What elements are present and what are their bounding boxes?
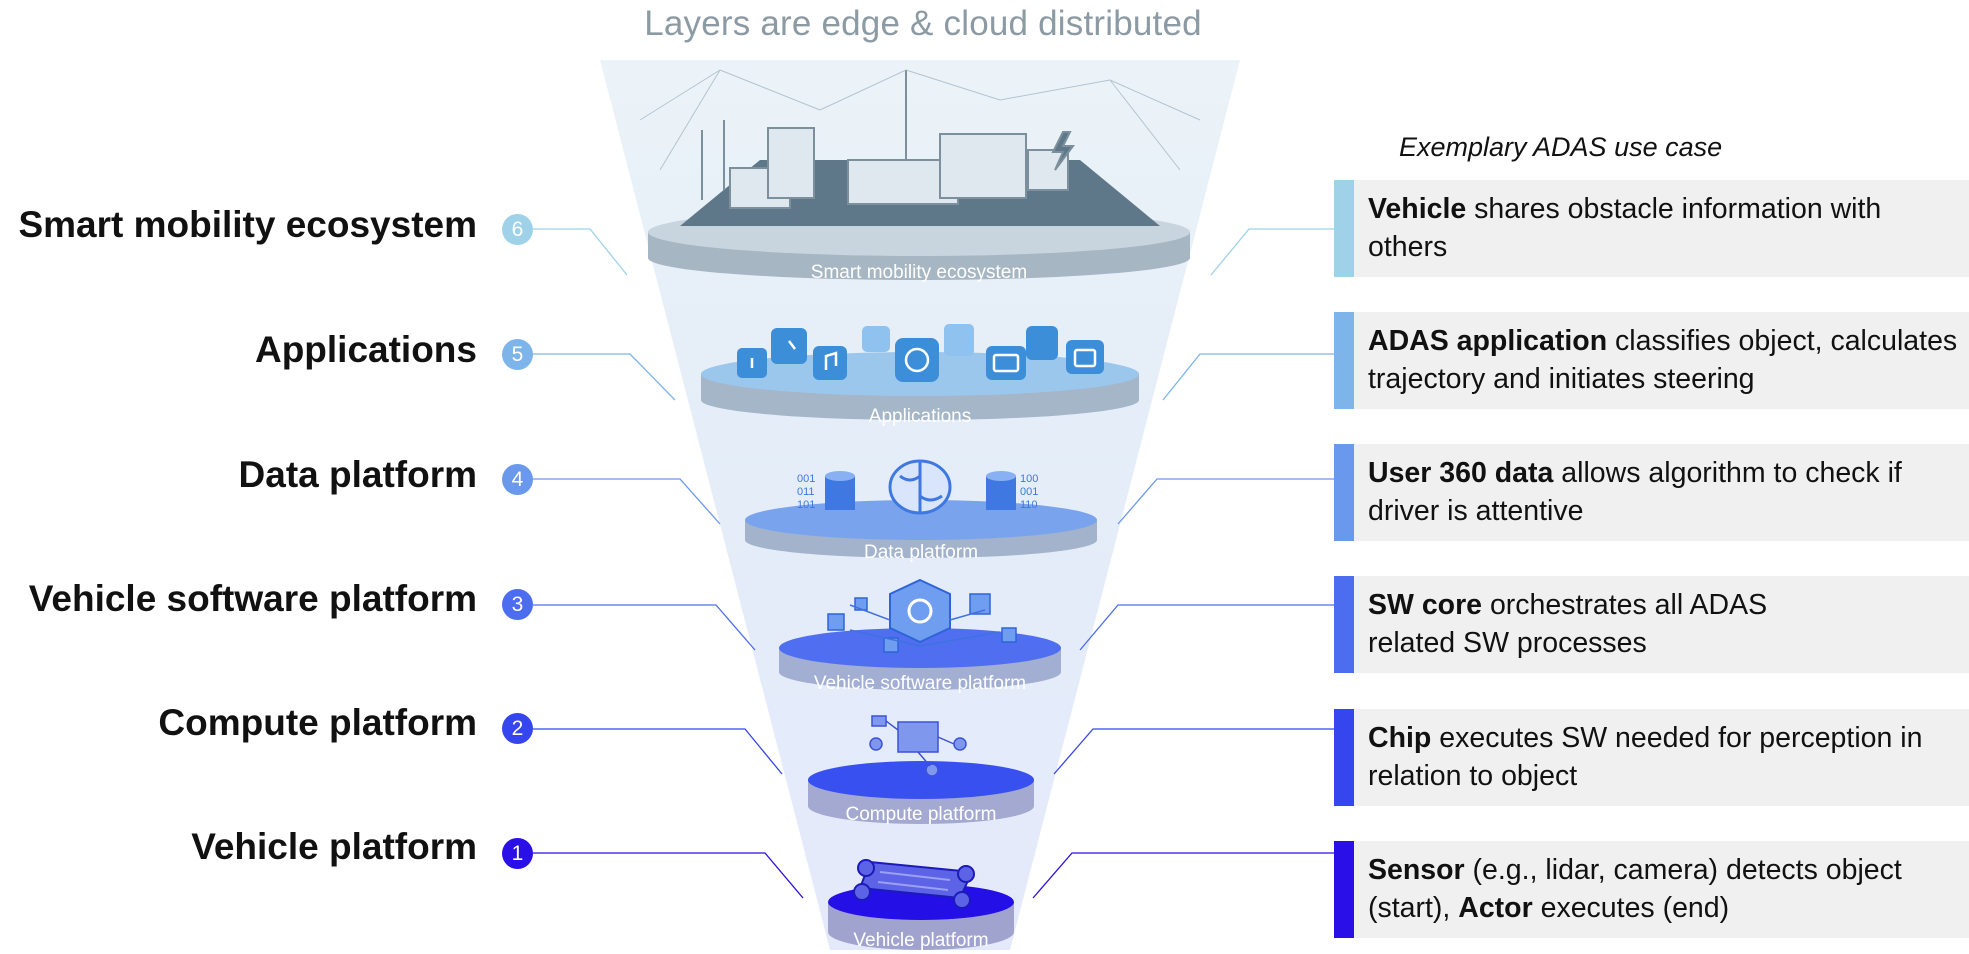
usecase-text: SW core orchestrates all ADAS related SW…: [1368, 589, 1768, 659]
app-icons: [737, 324, 1104, 382]
train-icon: [944, 324, 974, 356]
layer-disc-5: Applications: [701, 324, 1139, 427]
disc-label-5: Applications: [869, 406, 971, 427]
usecase-text: ADAS application classifies object, calc…: [1368, 325, 1958, 395]
usecase-card-2: Chip executes SW needed for perception i…: [1334, 709, 1969, 806]
brain-icon: [888, 459, 952, 515]
svg-text:110: 110: [1020, 499, 1038, 511]
layer-disc-3: Vehicle software platform: [779, 578, 1061, 694]
usecase-card-5: ADAS application classifies object, calc…: [1334, 312, 1969, 409]
layer-label-2: Compute platform: [158, 702, 477, 743]
disc-label-1: Vehicle platform: [853, 930, 988, 951]
usecase-text: Sensor (e.g., lidar, camera) detects obj…: [1368, 854, 1902, 924]
layer-badge-1: 1: [502, 838, 533, 869]
layer-badge-4: 4: [502, 464, 533, 495]
layer-badge-6: 6: [502, 214, 533, 245]
layer-badge-2: 2: [502, 713, 533, 744]
usecase-bar: [1334, 444, 1354, 541]
svg-text:101: 101: [797, 499, 815, 511]
svg-text:100: 100: [1020, 473, 1038, 485]
usecase-bar: [1334, 841, 1354, 938]
usecase-text: User 360 data allows algorithm to check …: [1368, 457, 1902, 527]
layer-label-6: Smart mobility ecosystem: [18, 204, 477, 245]
right-connectors: [1032, 228, 1334, 899]
layer-disc-2: Compute platform: [808, 715, 1034, 825]
usecase-bar: [1334, 709, 1354, 806]
layer-label-4: Data platform: [238, 454, 477, 495]
steering-wheel-icon: [895, 338, 939, 382]
database-icon: [986, 471, 1016, 510]
database-icon: [825, 471, 855, 510]
disc-label-3: Vehicle software platform: [814, 673, 1026, 694]
usecase-text: Vehicle shares obstacle information with…: [1368, 193, 1882, 263]
layer-disc-6: Smart mobility ecosystem: [639, 69, 1201, 283]
vehicle-chassis-icon: [853, 859, 975, 909]
usecase-bar: [1334, 312, 1354, 409]
layer-badge-5: 5: [502, 339, 533, 370]
layer-label-5: Applications: [254, 329, 477, 370]
car-icon: [862, 326, 890, 352]
left-connectors: [533, 228, 804, 899]
layer-badge-3: 3: [502, 589, 533, 620]
usecase-card-1: Sensor (e.g., lidar, camera) detects obj…: [1334, 841, 1969, 938]
usecase-card-6: Vehicle shares obstacle information with…: [1334, 180, 1969, 277]
disc-label-6: Smart mobility ecosystem: [811, 262, 1027, 283]
layer-label-3: Vehicle software platform: [28, 578, 477, 619]
city-icon: [701, 70, 1075, 209]
software-core-cube-icon: [827, 578, 1017, 653]
usecase-bar: [1334, 180, 1354, 277]
svg-text:001: 001: [797, 473, 815, 485]
usecase-card-3: SW core orchestrates all ADAS related SW…: [1334, 576, 1969, 673]
diagram-title: Layers are edge & cloud distributed: [644, 4, 1202, 43]
usecase-bar: [1334, 576, 1354, 673]
engine-icon: [1066, 340, 1104, 374]
battery-icon: [986, 346, 1026, 380]
svg-text:001: 001: [1020, 486, 1038, 498]
phone-icon: [771, 328, 807, 364]
usecase-column-title: Exemplary ADAS use case: [1399, 132, 1723, 162]
music-icon: [813, 346, 847, 380]
disc-label-2: Compute platform: [845, 804, 996, 825]
usecase-text: Chip executes SW needed for perception i…: [1368, 722, 1923, 792]
layer-label-1: Vehicle platform: [191, 826, 477, 867]
chip-icon: [869, 715, 967, 777]
svg-text:011: 011: [797, 486, 815, 498]
disc-label-4: Data platform: [864, 542, 978, 563]
layer-disc-4: 001 011 101 100 001 110 Data platform: [745, 459, 1097, 563]
charging-icon: [1026, 326, 1058, 360]
layer-disc-1: Vehicle platform: [828, 859, 1014, 951]
usecase-card-4: User 360 data allows algorithm to check …: [1334, 444, 1969, 541]
